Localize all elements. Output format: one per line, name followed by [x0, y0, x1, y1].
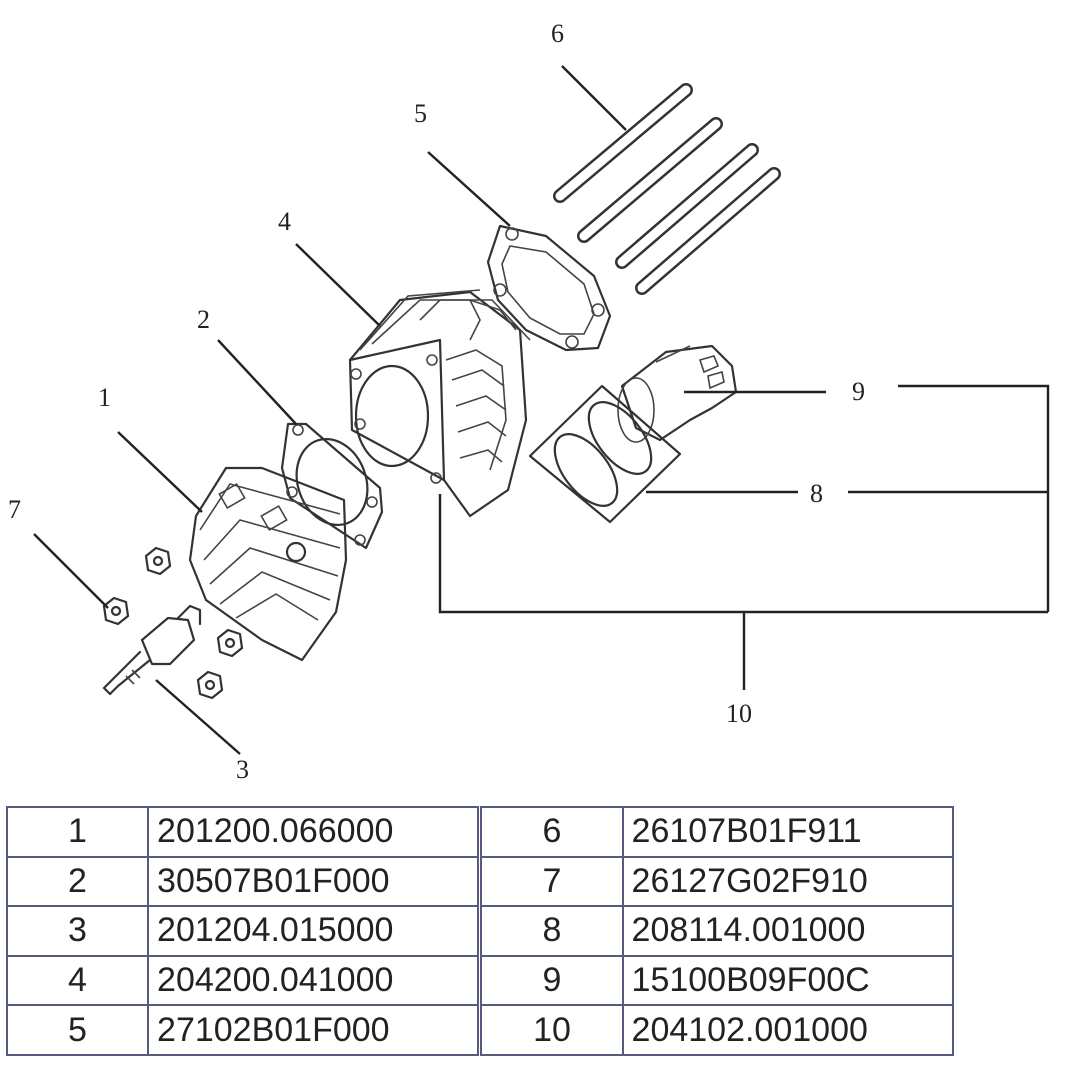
cylinder-head	[188, 466, 348, 662]
leader-lines	[33, 65, 1050, 755]
part-index: 6	[478, 806, 624, 858]
part-number: 204200.041000	[147, 954, 483, 1007]
table-row: 5 27102B01F000 10 204102.001000	[5, 1004, 955, 1056]
table-row: 2 30507B01F000 7 26127G02F910	[5, 855, 955, 908]
part-number: 30507B01F000	[147, 855, 483, 908]
parts-table: 1 201200.066000 6 26107B01F911 2 30507B0…	[5, 806, 955, 1056]
table-row: 1 201200.066000 6 26107B01F911	[5, 806, 955, 858]
part-number: 201200.066000	[147, 806, 483, 858]
part-number: 26107B01F911	[621, 806, 955, 858]
part-index: 4	[5, 954, 150, 1007]
spark-plug	[102, 604, 202, 696]
part-number: 204102.001000	[621, 1004, 955, 1056]
callout-4: 4	[278, 207, 291, 236]
part-index: 3	[5, 905, 150, 957]
callout-8: 8	[810, 479, 823, 508]
nuts	[102, 546, 244, 700]
part-number: 15100B09F00C	[621, 954, 955, 1007]
part-index: 10	[478, 1004, 624, 1056]
callout-1: 1	[98, 383, 111, 412]
cylinder	[348, 289, 531, 518]
part-index: 9	[478, 954, 624, 1007]
cylinder-base-gasket	[486, 224, 612, 352]
callout-6: 6	[551, 19, 564, 48]
part-number: 27102B01F000	[147, 1004, 483, 1056]
piston-rings	[528, 384, 682, 524]
callout-10: 10	[726, 699, 752, 728]
part-index: 8	[478, 905, 624, 957]
exploded-parts-diagram: 6 5 4 2 1 7 3 9 8 10	[8, 19, 1050, 784]
table-row: 3 201204.015000 8 208114.001000	[5, 905, 955, 957]
part-number: 208114.001000	[621, 905, 955, 957]
part-number: 26127G02F910	[621, 855, 955, 908]
part-number: 201204.015000	[147, 905, 483, 957]
head-gasket	[280, 422, 384, 550]
stud-bolts	[553, 83, 781, 295]
callout-5: 5	[414, 99, 427, 128]
callout-9: 9	[852, 377, 865, 406]
callout-7: 7	[8, 495, 21, 524]
piston	[617, 344, 738, 443]
part-index: 1	[5, 806, 150, 858]
part-index: 7	[478, 855, 624, 908]
table-row: 4 204200.041000 9 15100B09F00C	[5, 954, 955, 1007]
part-index: 5	[5, 1004, 150, 1056]
part-index: 2	[5, 855, 150, 908]
callout-3: 3	[236, 755, 249, 784]
callout-2: 2	[197, 305, 210, 334]
